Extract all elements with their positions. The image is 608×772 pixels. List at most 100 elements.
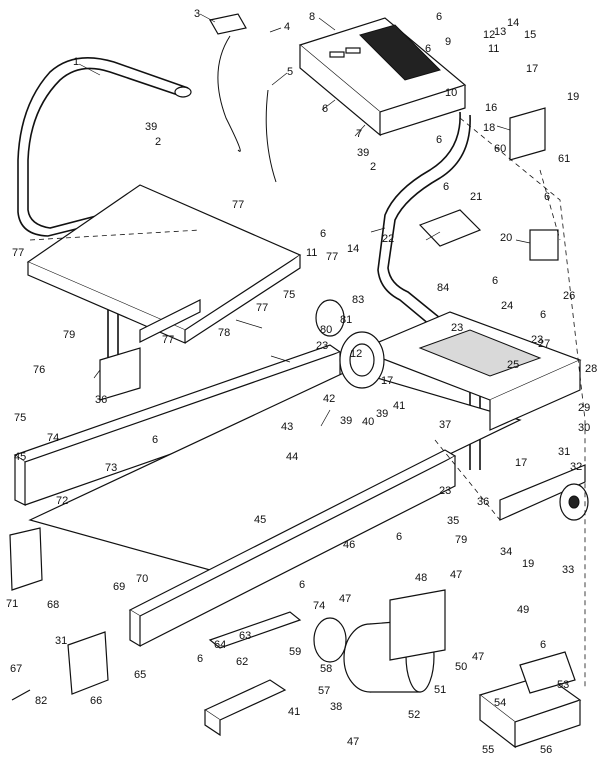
leader-lines: [78, 13, 531, 427]
callout-74: 74: [47, 432, 59, 444]
callout-32: 32: [570, 461, 582, 473]
callout-10: 10: [445, 87, 457, 99]
callout-48: 48: [415, 572, 427, 584]
callout-39: 39: [376, 408, 388, 420]
callout-51: 51: [434, 684, 446, 696]
callout-17: 17: [381, 375, 393, 387]
callout-7: 7: [356, 128, 362, 140]
callout-17: 17: [526, 63, 538, 75]
electrical-parts: [418, 107, 559, 261]
callout-23: 23: [439, 485, 451, 497]
end-cap: [11, 631, 109, 701]
callout-41: 41: [393, 400, 405, 412]
callout-59: 59: [289, 646, 301, 658]
callout-78: 78: [218, 327, 230, 339]
callout-46: 46: [343, 539, 355, 551]
callout-42: 42: [323, 393, 335, 405]
callout-72: 72: [56, 495, 68, 507]
callout-54: 54: [494, 697, 506, 709]
callout-77: 77: [12, 247, 24, 259]
safety-key-cord: [209, 13, 277, 183]
callout-6: 6: [322, 103, 328, 115]
callout-58: 58: [320, 663, 332, 675]
console: [298, 17, 467, 137]
callout-19: 19: [567, 91, 579, 103]
callout-labels: 1223456666666666666678910111112121314141…: [6, 8, 597, 756]
callout-60: 60: [494, 143, 506, 155]
callout-6: 6: [320, 228, 326, 240]
callout-20: 20: [500, 232, 512, 244]
callout-6: 6: [425, 43, 431, 55]
callout-26: 26: [563, 290, 575, 302]
callout-40: 40: [362, 416, 374, 428]
callout-50: 50: [455, 661, 467, 673]
callout-55: 55: [482, 744, 494, 756]
callout-52: 52: [408, 709, 420, 721]
callout-41: 41: [288, 706, 300, 718]
callout-34: 34: [500, 546, 512, 558]
callout-21: 21: [470, 191, 482, 203]
callout-31: 31: [55, 635, 67, 647]
drive-pulley: [315, 299, 385, 389]
callout-6: 6: [436, 134, 442, 146]
callout-6: 6: [540, 309, 546, 321]
callout-23: 23: [316, 340, 328, 352]
callout-3: 3: [194, 8, 200, 20]
callout-43: 43: [281, 421, 293, 433]
callout-29: 29: [578, 402, 590, 414]
callout-5: 5: [287, 66, 293, 78]
callout-65: 65: [134, 669, 146, 681]
treadmill-frame: [9, 311, 589, 648]
callout-18: 18: [483, 122, 495, 134]
callout-39: 39: [145, 121, 157, 133]
callout-9: 9: [445, 36, 451, 48]
callout-17: 17: [515, 457, 527, 469]
callout-6: 6: [544, 191, 550, 203]
callout-15: 15: [524, 29, 536, 41]
callout-39: 39: [357, 147, 369, 159]
callout-75: 75: [14, 412, 26, 424]
callout-14: 14: [507, 17, 519, 29]
wiring-paths: [29, 117, 586, 690]
callout-47: 47: [450, 569, 462, 581]
callout-4: 4: [284, 21, 290, 33]
callout-38: 38: [330, 701, 342, 713]
callout-49: 49: [517, 604, 529, 616]
callout-27: 27: [538, 338, 550, 350]
callout-19: 19: [522, 558, 534, 570]
callout-6: 6: [396, 531, 402, 543]
callout-77: 77: [232, 199, 244, 211]
controller-board: [478, 651, 582, 749]
callout-76: 76: [33, 364, 45, 376]
callout-33: 33: [562, 564, 574, 576]
callout-47: 47: [339, 593, 351, 605]
lift-bracket: [203, 611, 302, 737]
callout-11: 11: [488, 43, 499, 55]
callout-61: 61: [558, 153, 570, 165]
callout-36: 36: [477, 496, 489, 508]
callout-22: 22: [382, 233, 394, 245]
callout-11: 11: [306, 247, 317, 259]
callout-84: 84: [437, 282, 449, 294]
callout-79: 79: [63, 329, 75, 341]
callout-2: 2: [155, 136, 161, 148]
callout-6: 6: [540, 639, 546, 651]
callout-30: 30: [578, 422, 590, 434]
callout-24: 24: [501, 300, 513, 312]
callout-81: 81: [340, 314, 352, 326]
callout-57: 57: [318, 685, 330, 697]
callout-6: 6: [152, 434, 158, 446]
callout-25: 25: [507, 359, 519, 371]
callout-36: 36: [95, 394, 107, 406]
callout-23: 23: [451, 322, 463, 334]
callout-45: 45: [254, 514, 266, 526]
callout-31: 31: [558, 446, 570, 458]
callout-82: 82: [35, 695, 47, 707]
callout-35: 35: [447, 515, 459, 527]
callout-66: 66: [90, 695, 102, 707]
callout-16: 16: [485, 102, 497, 114]
callout-1: 1: [73, 56, 79, 68]
callout-70: 70: [136, 573, 148, 585]
platform-board: [26, 184, 302, 344]
